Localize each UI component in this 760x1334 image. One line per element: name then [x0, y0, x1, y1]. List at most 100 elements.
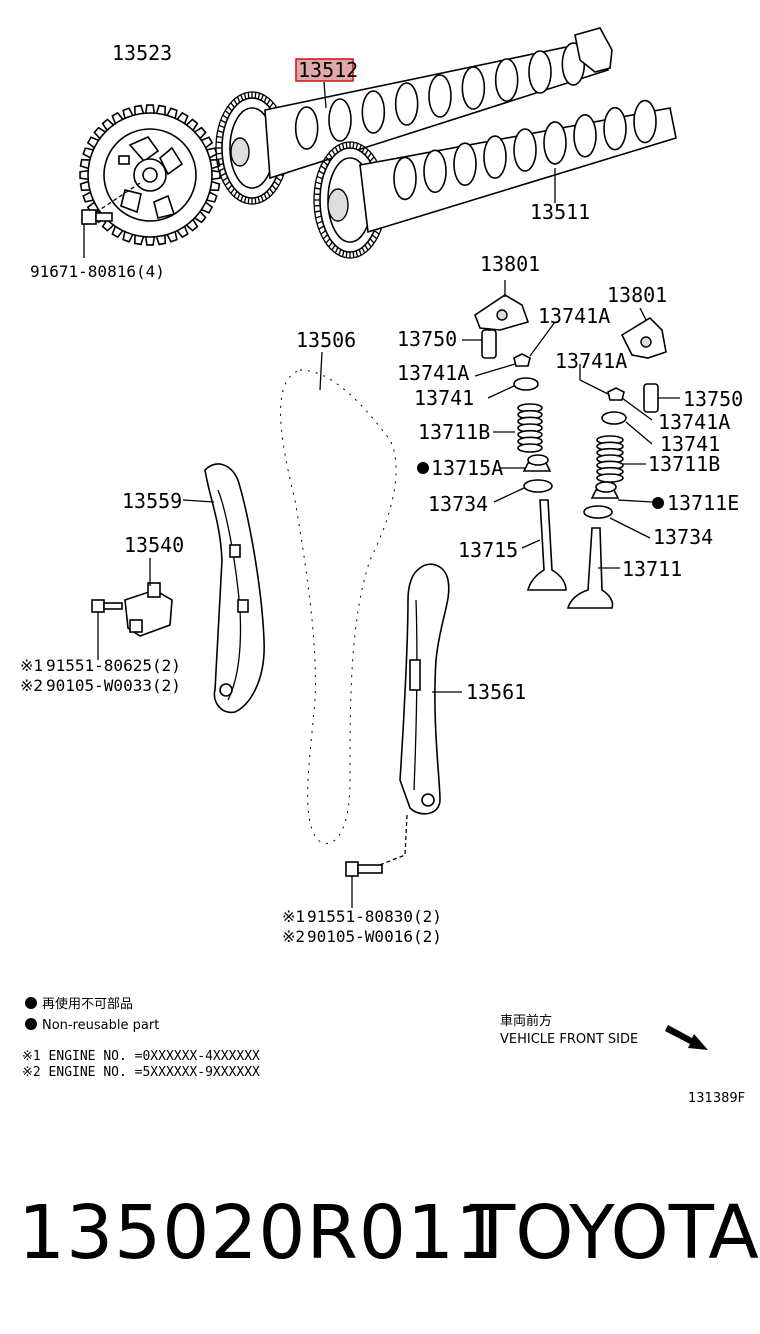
gear-tooth: [328, 241, 333, 248]
chain-pins: [280, 369, 397, 844]
cam-lobe: [528, 50, 552, 94]
gear-tooth: [314, 193, 321, 196]
gear-tooth: [263, 96, 268, 103]
gear-tooth: [233, 99, 238, 106]
gear-tooth: [217, 162, 224, 166]
direction-jp: 車両前方: [500, 1013, 552, 1029]
gear-tooth: [361, 247, 366, 254]
label-rocker-right: 13801: [607, 283, 667, 307]
label-slipper-bolt-2: 90105-W0016(2): [307, 927, 442, 946]
label-spring-seat-left: 13741: [414, 386, 474, 410]
gear-tooth: [275, 176, 282, 182]
spring-coil: [596, 473, 624, 483]
gear-tooth: [334, 146, 339, 153]
highlight-box: [295, 58, 354, 82]
gear-tooth: [218, 124, 225, 129]
spring-coil: [517, 443, 543, 453]
label-retainer-left-top: 13741A: [538, 304, 610, 328]
gear-tooth: [243, 93, 247, 100]
gear-tooth: [315, 181, 322, 185]
brand-name: TOYOTA: [470, 1190, 759, 1276]
gear-tooth: [355, 143, 359, 150]
gear-tooth: [260, 94, 264, 101]
label-chain-guide: 13559: [122, 489, 182, 513]
gear-tooth: [224, 110, 231, 116]
label-spring-right: 13711B: [648, 452, 720, 476]
gear-tooth: [325, 238, 331, 244]
figure-code: 131389F: [688, 1091, 745, 1106]
gear-tooth: [217, 130, 224, 134]
camshaft-13511: [313, 99, 677, 259]
gear-tooth: [367, 152, 372, 159]
label-sprocket: 13523: [112, 41, 172, 65]
gear-tooth: [216, 135, 223, 139]
label-camshaft-highlighted[interactable]: 13512: [298, 58, 358, 82]
gear-tooth: [334, 247, 339, 254]
gear-tooth: [331, 149, 336, 156]
label-valve-seat-right: 13734: [653, 525, 713, 549]
gear-tooth: [266, 99, 271, 106]
label-tensioner-bolt-2: 90105-W0033(2): [46, 676, 181, 695]
gear-tooth: [328, 152, 333, 159]
arrow-icon: [665, 1025, 708, 1050]
gear-tooth: [227, 105, 233, 112]
gear-tooth: [352, 251, 355, 258]
chain-tensioner: [91, 558, 173, 660]
gear-tooth: [338, 249, 342, 256]
gear-tooth: [371, 234, 378, 240]
label-lash-adjuster-right: 13750: [683, 387, 743, 411]
cam-lobe: [461, 66, 486, 110]
gear-tooth: [369, 156, 375, 162]
gear-tooth: [316, 220, 323, 225]
gear-tooth: [222, 114, 229, 120]
cam-lobe: [328, 98, 352, 142]
gear-tooth: [269, 102, 274, 108]
label-tensioner: 13540: [124, 533, 184, 557]
label-slipper: 13561: [466, 680, 526, 704]
gear-tooth: [318, 170, 325, 175]
gear-tooth: [322, 234, 329, 240]
gear-tooth: [220, 172, 227, 177]
gear-tooth: [263, 193, 268, 200]
gear-tooth: [257, 196, 261, 203]
cam-lobe: [453, 142, 477, 187]
gear-tooth: [266, 190, 271, 197]
gear-tooth: [218, 167, 225, 172]
valve-train-right: [566, 307, 680, 609]
gear-tooth: [236, 96, 241, 103]
gear-tooth: [247, 197, 250, 204]
mark-ref2: ※2: [20, 676, 43, 695]
part-number: 135020R011: [18, 1190, 504, 1276]
gear-tooth: [269, 188, 274, 194]
gear-tooth: [314, 187, 321, 190]
gear-tooth: [320, 230, 327, 235]
label-tensioner-bolt-1: 91551-80625(2): [46, 656, 181, 675]
label-seal-right: 13711E: [667, 491, 739, 515]
gear-tooth: [369, 238, 375, 244]
sprocket-bolt: [81, 209, 113, 258]
direction-indicator: 車両前方 VEHICLE FRONT SIDE: [500, 1013, 708, 1050]
gear-tooth: [254, 92, 257, 99]
cam-lobe: [633, 99, 657, 144]
mark-ref1: ※1: [20, 656, 43, 675]
cam-lobe: [394, 82, 419, 126]
gear-tooth: [314, 204, 321, 207]
gear-tooth: [216, 157, 223, 161]
label-camshaft: 13511: [530, 200, 590, 224]
gear-tooth: [257, 93, 261, 100]
gear-tooth: [331, 244, 336, 251]
gear-tooth: [224, 180, 231, 186]
legend: 再使用不可部品 Non-reusable part ※1 ENGINE NO. …: [22, 996, 260, 1080]
label-spring-left: 13711B: [418, 420, 490, 444]
legend-en: Non-reusable part: [42, 1018, 159, 1033]
gear-tooth: [216, 141, 223, 144]
gear-tooth: [322, 160, 329, 166]
engine-note-2: ※2 ENGINE NO. =5XXXXXX-9XXXXXX: [22, 1065, 260, 1080]
direction-en: VEHICLE FRONT SIDE: [500, 1032, 638, 1047]
slipper-bolt: [345, 861, 383, 908]
gear-tooth: [358, 144, 362, 151]
cam-lobe: [294, 106, 319, 150]
gear-tooth: [220, 119, 227, 124]
label-valve-seat-left: 13734: [428, 492, 488, 516]
